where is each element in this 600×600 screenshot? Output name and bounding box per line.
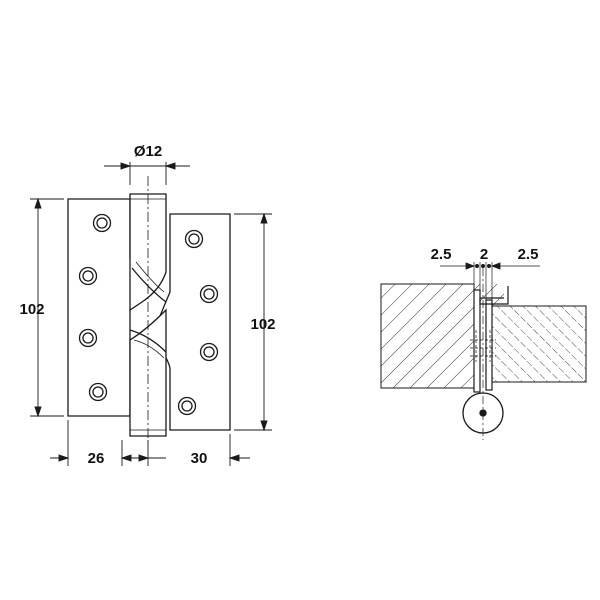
gap-right-label: 2.5: [518, 246, 539, 263]
left-width-label: 26: [88, 450, 105, 467]
screw-hole: [199, 284, 219, 304]
screw-hole: [184, 229, 204, 249]
hinge-leaf-section: [473, 286, 509, 393]
pin-diameter-label: Ø12: [134, 143, 162, 160]
right-width-label: 30: [191, 450, 208, 467]
frame-upper-section: [474, 284, 504, 306]
screw-hole: [88, 382, 108, 402]
knuckle-spiral: [129, 267, 167, 353]
right-height-label: 102: [250, 316, 275, 333]
knuckle-spiral-2: [133, 261, 165, 359]
gap-center-label: 2: [480, 246, 488, 263]
screw-hole: [78, 328, 98, 348]
section-center-lines: [473, 262, 493, 440]
frame-section: [380, 283, 475, 389]
hinge-front-view: [67, 176, 231, 445]
hinge-dimension-lines: [30, 162, 272, 466]
left-height-label: 102: [19, 301, 44, 318]
section-view: [380, 262, 587, 440]
screw-hole: [92, 213, 112, 233]
gap-left-label: 2.5: [431, 246, 452, 263]
screw-hole: [177, 396, 197, 416]
screw-hole: [199, 342, 219, 362]
door-section: [491, 305, 587, 383]
section-dimension-lines: [440, 262, 540, 270]
screw-hole: [78, 266, 98, 286]
